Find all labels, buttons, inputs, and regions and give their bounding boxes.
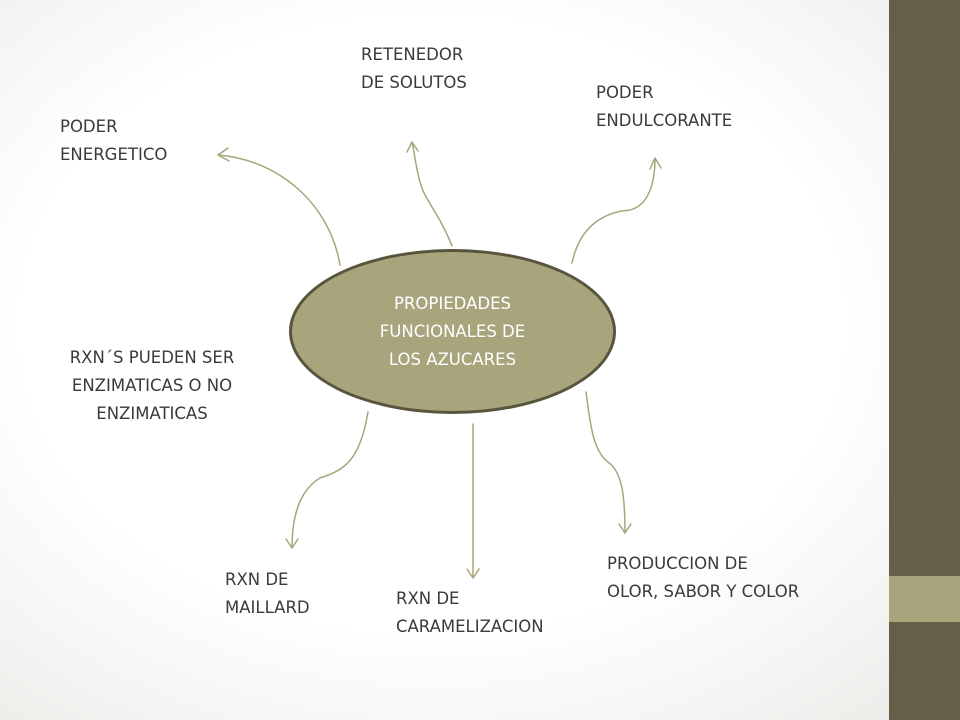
node-rxn-enzimaticas: RXN´S PUEDEN SER ENZIMATICAS O NO ENZIMA… — [69, 348, 235, 423]
connector-poder-endulcorante — [571, 157, 656, 264]
node-produccion-olor: PRODUCCION DE OLOR, SABOR Y COLOR — [607, 554, 800, 601]
connector-rxn-maillard — [291, 411, 369, 549]
node-rxn-maillard: RXN DE MAILLARD — [225, 570, 310, 617]
arrowhead-rxn-caramelizacion — [466, 568, 480, 579]
arrowhead-produccion-olor — [618, 523, 632, 534]
central-concept-ellipse: PROPIEDADES FUNCIONALES DE LOS AZUCARES — [289, 249, 616, 414]
node-poder-energetico: PODER ENERGETICO — [60, 117, 168, 164]
connector-poder-energetico — [217, 154, 341, 266]
sidebar-accent-band — [889, 576, 960, 622]
arrowhead-retenedor-solutos — [406, 141, 419, 153]
arrowhead-poder-energetico — [217, 147, 230, 162]
central-concept-label: PROPIEDADES FUNCIONALES DE LOS AZUCARES — [379, 293, 526, 369]
node-poder-endulcorante: PODER ENDULCORANTE — [596, 83, 733, 130]
node-retenedor-solutos: RETENEDOR DE SOLUTOS — [361, 45, 467, 92]
arrowhead-rxn-maillard — [285, 538, 299, 549]
arrowhead-poder-endulcorante — [649, 157, 662, 170]
connector-produccion-olor — [585, 391, 626, 534]
connector-retenedor-solutos — [411, 141, 453, 247]
node-rxn-caramelizacion: RXN DE CARAMELIZACION — [396, 589, 544, 636]
